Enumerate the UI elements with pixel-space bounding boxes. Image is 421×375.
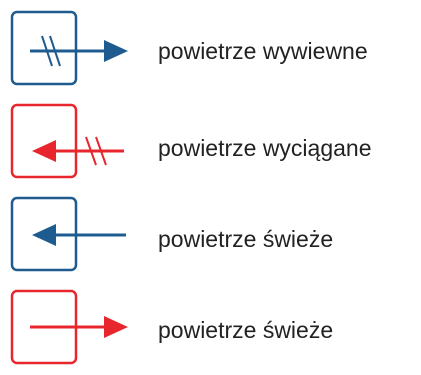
legend-item-extract-air: powietrze wyciągane	[0, 95, 421, 185]
legend-item-fresh-air-out: powietrze świeże	[0, 285, 421, 375]
legend-label: powietrze wywiewne	[158, 38, 368, 64]
legend-label: powietrze świeże	[158, 317, 334, 343]
legend-label: powietrze świeże	[158, 226, 334, 252]
legend-label: powietrze wyciągane	[158, 135, 372, 161]
legend-item-exhaust-air: powietrze wywiewne	[0, 0, 421, 90]
legend-item-fresh-air-in: powietrze świeże	[0, 190, 421, 280]
extract-air-icon	[10, 103, 124, 179]
exhaust-air-icon	[10, 10, 128, 86]
fresh-air-out-icon	[10, 289, 128, 365]
fresh-air-in-icon	[10, 196, 126, 272]
